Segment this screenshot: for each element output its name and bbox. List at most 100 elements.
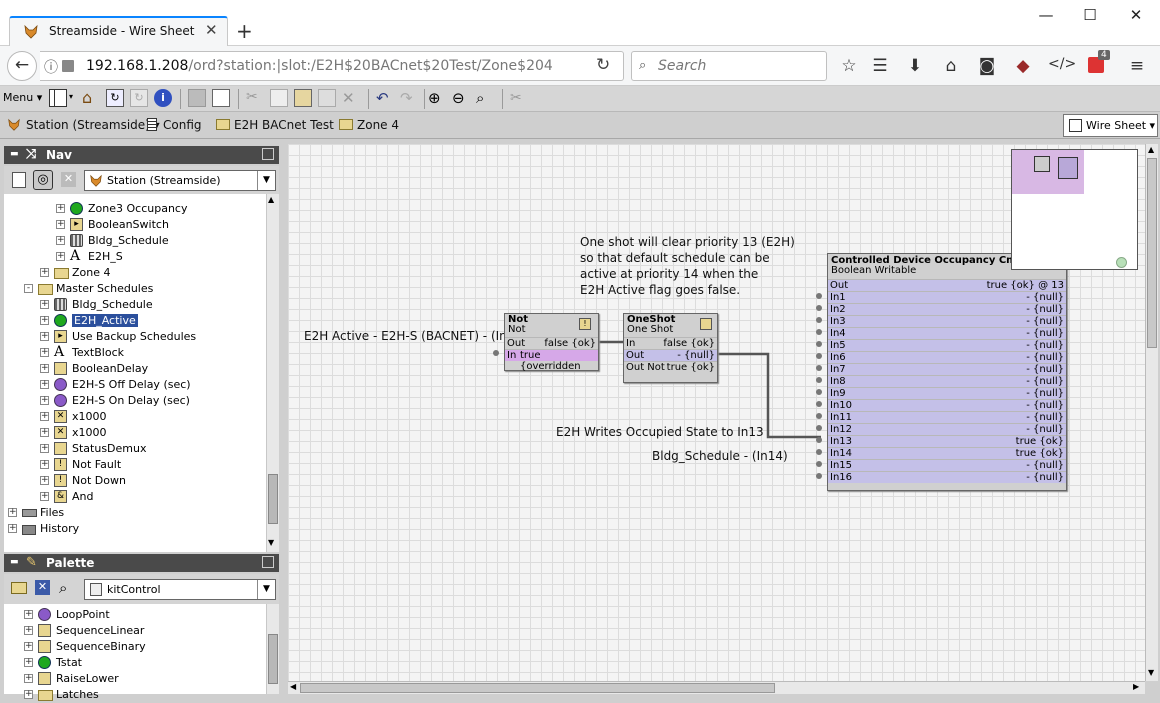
- oneshot-slot-out-not[interactable]: Out Not true {ok}: [624, 361, 717, 373]
- expand-node-icon[interactable]: +: [40, 379, 49, 389]
- zoom-fit-icon[interactable]: ⌕: [476, 89, 485, 107]
- palette-item[interactable]: +RaiseLower: [4, 671, 266, 687]
- not-block[interactable]: Not Not ! Out false {ok} In true {overri…: [504, 313, 599, 372]
- info-icon[interactable]: ⓘ: [44, 60, 58, 76]
- maximize-panel-icon[interactable]: [262, 556, 274, 568]
- nav-item[interactable]: -Master Schedules: [4, 281, 266, 297]
- refresh-icon[interactable]: ↻: [106, 89, 124, 107]
- home-icon[interactable]: ⌂: [945, 56, 957, 76]
- nav-item[interactable]: +StatusDemux: [4, 441, 266, 457]
- extension-icon[interactable]: ◆: [1016, 56, 1030, 76]
- cmd-input-pin[interactable]: [816, 389, 822, 395]
- close-window-icon[interactable]: ✕: [1129, 6, 1143, 24]
- cmd-input-pin[interactable]: [816, 317, 822, 323]
- not-slot-in[interactable]: In true {overridden: [505, 349, 598, 372]
- download-icon[interactable]: ⬇: [907, 56, 923, 76]
- close-palette-icon[interactable]: ✕: [35, 580, 50, 595]
- zoom-out-icon[interactable]: ⊖: [452, 89, 465, 107]
- wire-sheet-hscroll[interactable]: ◀ ▶: [288, 681, 1145, 694]
- find-icon[interactable]: ⌕: [59, 579, 68, 597]
- cmd-input-pin[interactable]: [816, 305, 822, 311]
- nav-item[interactable]: +▸BooleanSwitch: [4, 217, 266, 233]
- cmd-input-pin[interactable]: [816, 293, 822, 299]
- collapse-icon[interactable]: ▬: [10, 149, 19, 159]
- palette-item[interactable]: +Tstat: [4, 655, 266, 671]
- minimap[interactable]: [1011, 149, 1138, 270]
- sync-icon[interactable]: ◎: [33, 170, 53, 190]
- expand-node-icon[interactable]: +: [40, 347, 49, 357]
- cmd-slot-in10[interactable]: In10- {null}: [828, 399, 1066, 411]
- expand-node-icon[interactable]: +: [56, 235, 65, 245]
- cmd-input-pin[interactable]: [816, 449, 822, 455]
- nav-item[interactable]: +Bldg_Schedule: [4, 233, 266, 249]
- expand-node-icon[interactable]: +: [40, 411, 49, 421]
- palette-item[interactable]: +SequenceLinear: [4, 623, 266, 639]
- not-in-pin[interactable]: [493, 350, 499, 356]
- cmd-slot-in3[interactable]: In3- {null}: [828, 315, 1066, 327]
- panel-splitter[interactable]: [281, 144, 287, 692]
- expand-node-icon[interactable]: +: [56, 219, 65, 229]
- nav-item[interactable]: +E2H_Active: [4, 313, 266, 329]
- minimize-icon[interactable]: —: [1038, 6, 1054, 24]
- collapse-icon[interactable]: ▬: [10, 557, 19, 567]
- cmd-slot-in2[interactable]: In2- {null}: [828, 303, 1066, 315]
- controlled-device-block[interactable]: Controlled Device Occupancy Cmd Boolean …: [827, 253, 1067, 491]
- reload-icon[interactable]: ↻: [596, 55, 611, 75]
- scroll-thumb[interactable]: [268, 474, 278, 524]
- scroll-down-icon[interactable]: ▼: [268, 538, 275, 547]
- scroll-thumb[interactable]: [1147, 158, 1157, 348]
- nav-scrollbar[interactable]: ▲ ▼: [266, 194, 279, 552]
- developer-tools-icon[interactable]: </>: [1048, 56, 1077, 72]
- side-bar-toggle-icon[interactable]: [49, 89, 67, 107]
- nav-root-selector[interactable]: Station (Streamside) ▼: [84, 170, 276, 191]
- expand-node-icon[interactable]: +: [40, 315, 49, 325]
- expand-node-icon[interactable]: +: [40, 267, 49, 277]
- nav-item[interactable]: +Zone3 Occupancy: [4, 201, 266, 217]
- nav-item[interactable]: +!Not Fault: [4, 457, 266, 473]
- expand-node-icon[interactable]: +: [40, 331, 49, 341]
- close-tab-icon[interactable]: ✕: [205, 21, 218, 39]
- nav-item[interactable]: +BooleanDelay: [4, 361, 266, 377]
- new-tab-icon[interactable]: +: [236, 19, 253, 43]
- expand-node-icon[interactable]: +: [40, 427, 49, 437]
- cmd-input-pin[interactable]: [816, 425, 822, 431]
- side-bar-dropdown-icon[interactable]: ▾: [69, 92, 74, 101]
- expand-node-icon[interactable]: +: [56, 203, 65, 213]
- cmd-slot-in6[interactable]: In6- {null}: [828, 351, 1066, 363]
- expand-node-icon[interactable]: +: [24, 689, 33, 699]
- chevron-down-icon[interactable]: ▼: [257, 580, 275, 599]
- nav-item[interactable]: +!Not Down: [4, 473, 266, 489]
- cmd-slot-in5[interactable]: In5- {null}: [828, 339, 1066, 351]
- nav-item[interactable]: +▸Use Backup Schedules: [4, 329, 266, 345]
- cmd-slot-in16[interactable]: In16- {null}: [828, 471, 1066, 483]
- bookmark-star-icon[interactable]: ☆: [841, 56, 857, 76]
- expand-node-icon[interactable]: +: [40, 299, 49, 309]
- wire-sheet-vscroll[interactable]: ▲ ▼: [1145, 144, 1158, 681]
- scroll-up-icon[interactable]: ▲: [1148, 145, 1155, 154]
- cmd-slot-in7[interactable]: In7- {null}: [828, 363, 1066, 375]
- expand-node-icon[interactable]: +: [40, 395, 49, 405]
- locator-folder-zone4[interactable]: Zone 4: [357, 118, 399, 132]
- cmd-slot-in11[interactable]: In11- {null}: [828, 411, 1066, 423]
- cmd-input-pin[interactable]: [816, 377, 822, 383]
- collapse-node-icon[interactable]: -: [24, 284, 33, 293]
- oneshot-block[interactable]: OneShot One Shot In false {ok} Out - {nu…: [623, 313, 718, 383]
- search-box[interactable]: ⌕ Search: [631, 51, 827, 81]
- expand-node-icon[interactable]: +: [56, 251, 65, 261]
- cmd-slot-in1[interactable]: In1- {null}: [828, 291, 1066, 303]
- locator-station[interactable]: Station (Streamside) ▾: [26, 118, 160, 132]
- scroll-down-icon[interactable]: ▼: [1148, 668, 1155, 677]
- expand-node-icon[interactable]: +: [24, 673, 33, 683]
- nav-item[interactable]: +History: [4, 521, 266, 537]
- cmd-slot-in9[interactable]: In9- {null}: [828, 387, 1066, 399]
- palette-item[interactable]: +Latches: [4, 687, 266, 703]
- scroll-thumb[interactable]: [300, 683, 775, 693]
- expand-node-icon[interactable]: +: [24, 609, 33, 619]
- cmd-slot-in8[interactable]: In8- {null}: [828, 375, 1066, 387]
- cmd-input-pin[interactable]: [816, 341, 822, 347]
- chevron-down-icon[interactable]: ▼: [257, 171, 275, 190]
- zoom-in-icon[interactable]: ⊕: [428, 89, 441, 107]
- expand-node-icon[interactable]: +: [24, 657, 33, 667]
